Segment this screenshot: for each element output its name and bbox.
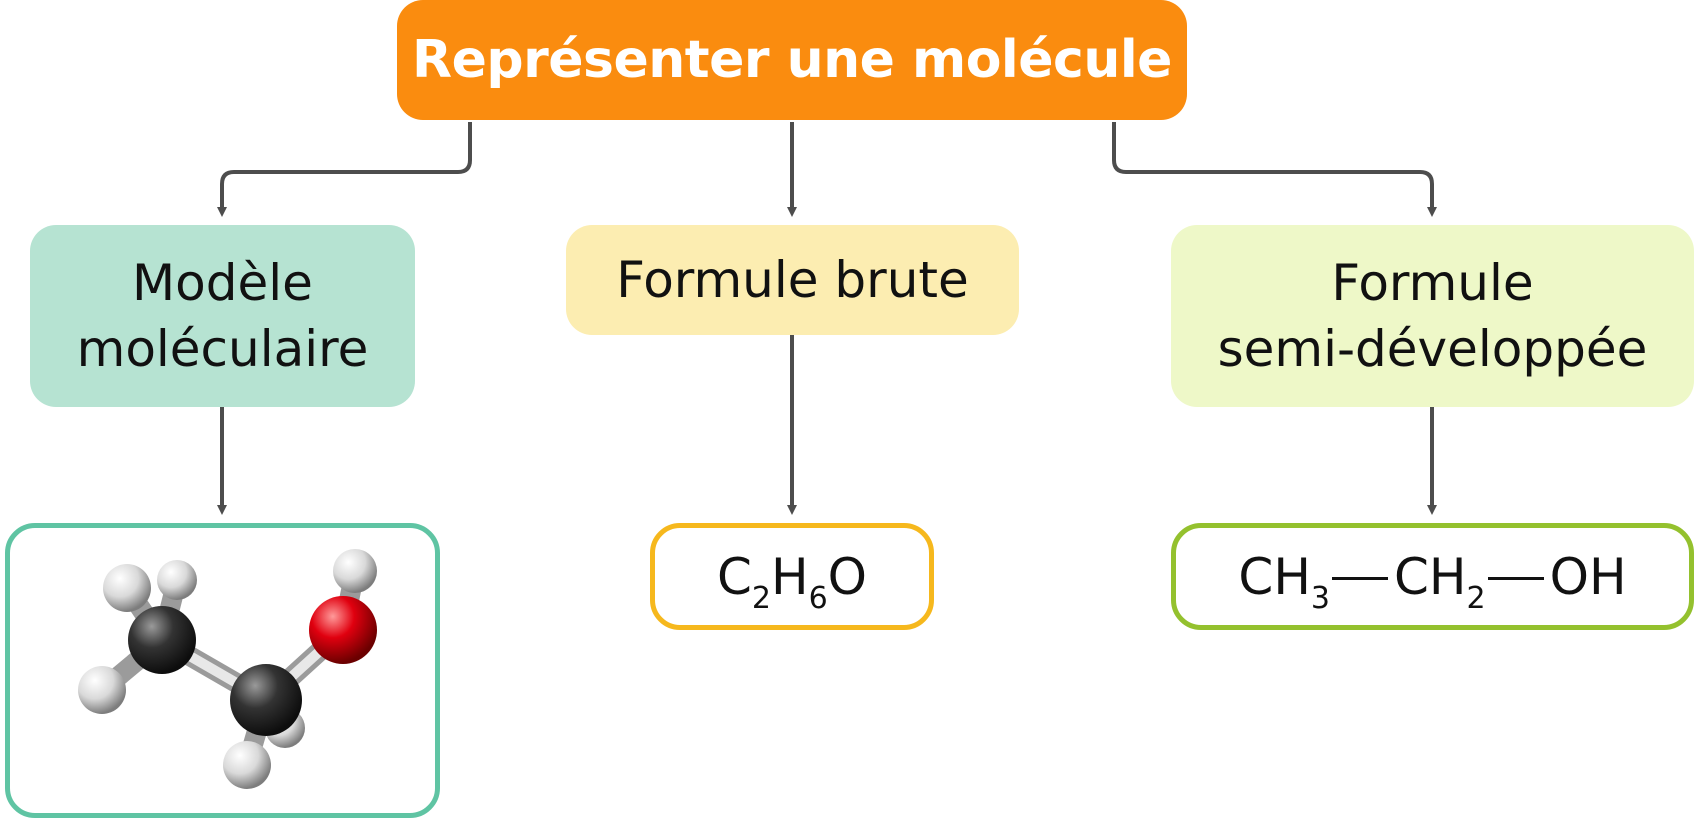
category-model-line2: moléculaire xyxy=(76,320,369,378)
subscript-ch3: 3 xyxy=(1310,580,1331,616)
category-semi-line1: Formule xyxy=(1331,254,1534,312)
result-molecular-model xyxy=(5,523,440,818)
hydrogen-atom-icon xyxy=(78,666,126,714)
element-carbon: C xyxy=(716,547,752,606)
arrow-root-to-semi xyxy=(1112,122,1437,217)
carbon-atom-icon xyxy=(128,606,196,674)
hydrogen-atom-icon xyxy=(103,564,151,612)
category-semi-developed-formula: Formule semi-développée xyxy=(1171,225,1694,407)
carbon-atom-icon xyxy=(230,664,302,736)
subscript-ch2: 2 xyxy=(1466,580,1486,616)
category-raw-formula: Formule brute xyxy=(566,225,1019,335)
hydrogen-atom-icon xyxy=(333,549,377,593)
element-hydrogen: H xyxy=(770,547,809,606)
subscript-carbon-count: 2 xyxy=(751,580,771,616)
category-brute-label: Formule brute xyxy=(616,251,969,309)
group-ch3: CH xyxy=(1238,547,1311,606)
root-title-text: Représenter une molécule xyxy=(412,30,1172,90)
group-ch2: CH xyxy=(1394,547,1467,606)
root-title: Représenter une molécule xyxy=(397,0,1187,120)
single-bond xyxy=(1487,576,1544,580)
subscript-hydrogen-count: 6 xyxy=(808,580,828,616)
category-semi-line2: semi-développée xyxy=(1217,320,1648,378)
single-bond xyxy=(1332,576,1389,580)
ethanol-ball-and-stick-image xyxy=(78,549,377,789)
category-model-line1: Modèle xyxy=(132,254,313,312)
element-oxygen: O xyxy=(827,547,868,606)
category-molecular-model: Modèle moléculaire xyxy=(30,225,415,407)
oxygen-atom-icon xyxy=(309,596,377,664)
hydrogen-atom-icon xyxy=(157,560,197,600)
hydrogen-atom-icon xyxy=(223,741,271,789)
group-oh: OH xyxy=(1549,547,1627,606)
arrow-root-to-model xyxy=(217,122,472,217)
